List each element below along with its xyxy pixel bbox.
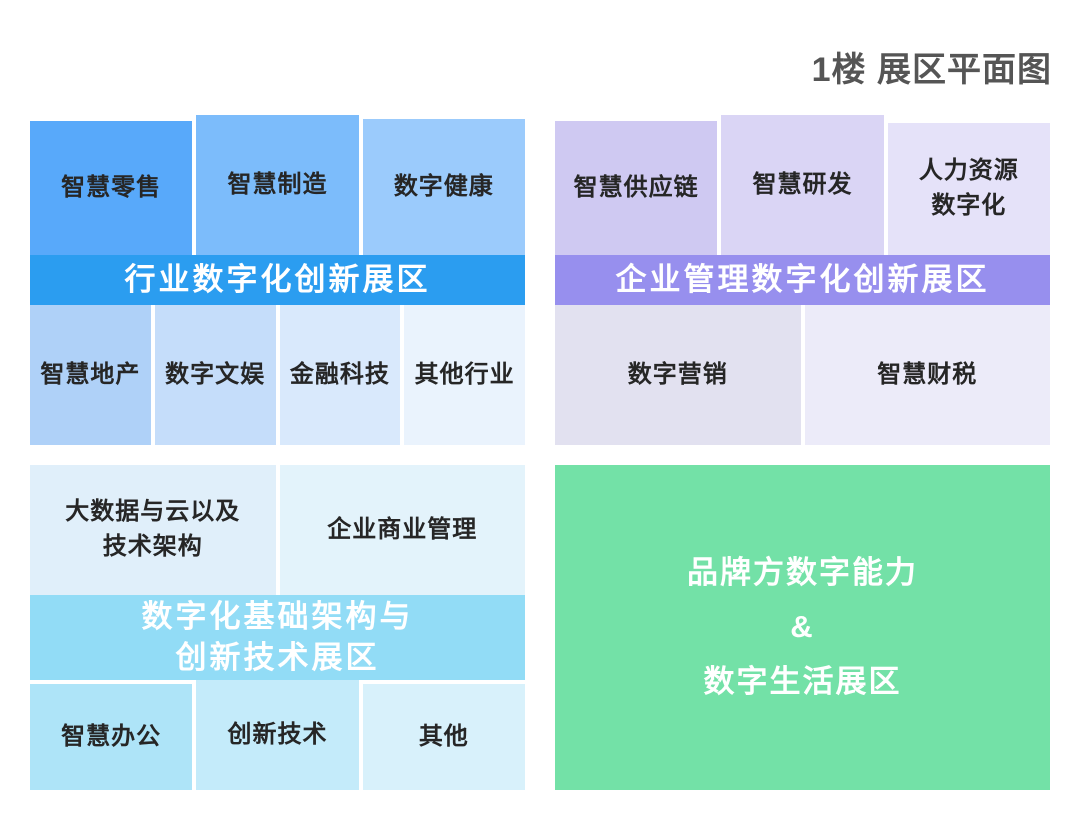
management-bottom-row: 数字营销 智慧财税 bbox=[555, 305, 1050, 445]
cell-hr-digitalization: 人力资源 数字化 bbox=[887, 123, 1050, 255]
management-zone-band: 企业管理数字化创新展区 bbox=[555, 255, 1050, 305]
zone-enterprise-management: 智慧供应链 智慧研发 人力资源 数字化 企业管理数字化创新展区 数字营销 智慧财… bbox=[555, 115, 1050, 445]
cell-others: 其他 bbox=[362, 684, 525, 790]
cell-digital-entertainment: 数字文娱 bbox=[154, 305, 276, 445]
cell-smart-retail: 智慧零售 bbox=[30, 121, 193, 255]
infrastructure-zone-band: 数字化基础架构与 创新技术展区 bbox=[30, 595, 525, 680]
cell-innovative-technology: 创新技术 bbox=[196, 680, 359, 790]
cell-other-industries: 其他行业 bbox=[404, 305, 525, 445]
cell-smart-manufacturing: 智慧制造 bbox=[196, 115, 359, 255]
cell-smart-finance-tax: 智慧财税 bbox=[804, 305, 1050, 445]
cell-bigdata-cloud-architecture: 大数据与云以及 技术架构 bbox=[30, 465, 276, 595]
cell-smart-real-estate: 智慧地产 bbox=[30, 305, 151, 445]
cell-digital-marketing: 数字营销 bbox=[555, 305, 801, 445]
industry-top-row: 智慧零售 智慧制造 数字健康 bbox=[30, 115, 525, 255]
cell-enterprise-business-management: 企业商业管理 bbox=[279, 465, 525, 595]
cell-smart-supply-chain: 智慧供应链 bbox=[555, 121, 718, 255]
infrastructure-top-row: 大数据与云以及 技术架构 企业商业管理 bbox=[30, 465, 525, 595]
cell-fintech: 金融科技 bbox=[279, 305, 401, 445]
cell-smart-office: 智慧办公 bbox=[30, 684, 193, 790]
page-title: 1楼 展区平面图 bbox=[811, 51, 1052, 89]
management-top-row: 智慧供应链 智慧研发 人力资源 数字化 bbox=[555, 115, 1050, 255]
cell-digital-health: 数字健康 bbox=[362, 119, 525, 255]
zone-brand-digital-capability: 品牌方数字能力 & 数字生活展区 bbox=[555, 465, 1050, 790]
cell-smart-rd: 智慧研发 bbox=[721, 115, 884, 255]
zone-industry-digitalization: 智慧零售 智慧制造 数字健康 行业数字化创新展区 智慧地产 数字文娱 金融科技 … bbox=[30, 115, 525, 445]
zone-digital-infrastructure: 大数据与云以及 技术架构 企业商业管理 数字化基础架构与 创新技术展区 智慧办公… bbox=[30, 465, 525, 790]
infrastructure-bottom-row: 智慧办公 创新技术 其他 bbox=[30, 680, 525, 790]
industry-zone-band: 行业数字化创新展区 bbox=[30, 255, 525, 305]
industry-bottom-row: 智慧地产 数字文娱 金融科技 其他行业 bbox=[30, 305, 525, 445]
brand-digital-life-block: 品牌方数字能力 & 数字生活展区 bbox=[555, 465, 1050, 790]
